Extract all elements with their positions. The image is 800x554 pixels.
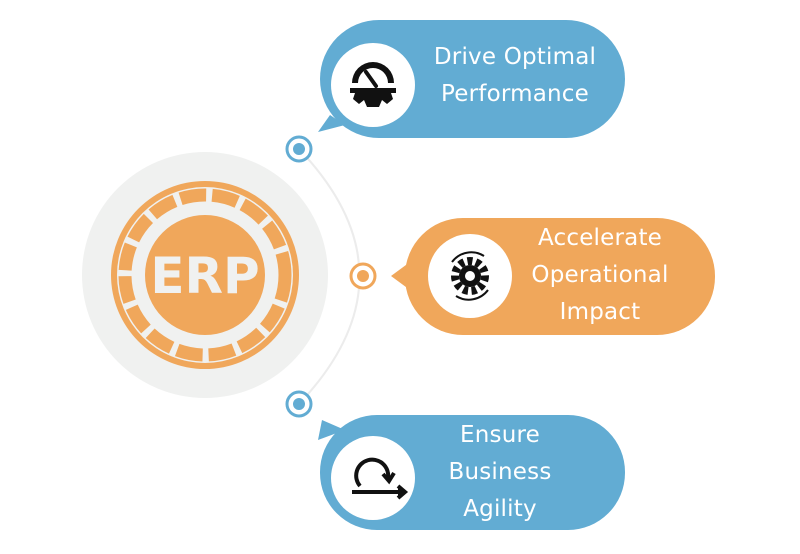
item-3-line-1: Ensure: [460, 422, 540, 448]
item-1-label: Drive Optimal Performance: [430, 39, 600, 113]
bubble-2: [391, 218, 715, 335]
erp-logo-text: ERP: [150, 247, 259, 305]
item-3-line-3: Agility: [463, 496, 537, 522]
item-2-line-1: Accelerate: [537, 225, 663, 251]
connector-dot-3: [285, 390, 313, 418]
erp-logo: ERP: [111, 181, 299, 369]
bubble-3: [318, 415, 625, 530]
bubble-1: [318, 20, 625, 138]
item-3-label: Ensure Business Agility: [430, 417, 570, 528]
item-2-line-3: Impact: [559, 299, 641, 325]
item-2-label: Accelerate Operational Impact: [520, 220, 680, 331]
item-1-line-1: Drive Optimal: [433, 44, 597, 70]
connector-dot-1: [285, 135, 313, 163]
item-1-line-2: Performance: [441, 81, 589, 107]
item-3-line-2: Business: [448, 459, 552, 485]
gear-cycle-icon: [451, 251, 489, 301]
agile-loop-icon: [352, 457, 409, 500]
item-2-line-2: Operational: [531, 262, 669, 288]
gauge-gear-icon: [350, 62, 396, 107]
connector-dot-2: [349, 262, 377, 290]
